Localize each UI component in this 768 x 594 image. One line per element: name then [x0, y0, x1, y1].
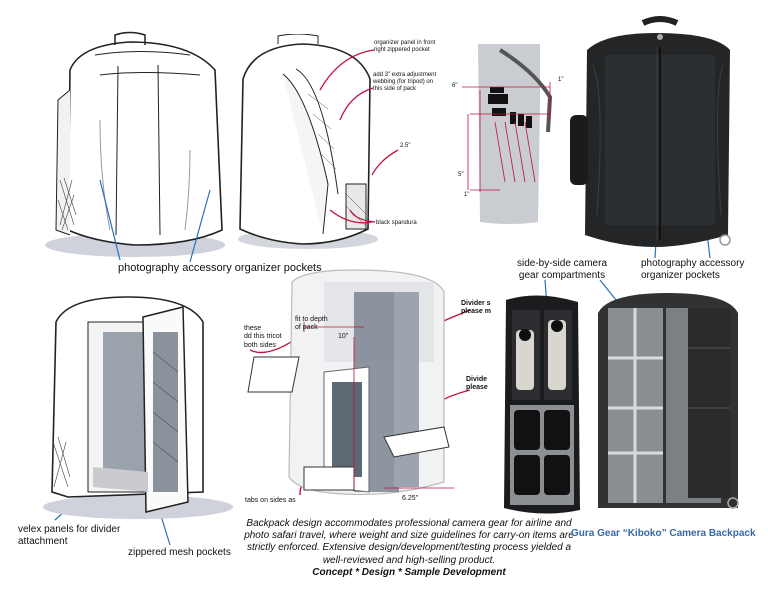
note-fit-depth: fit to depth of pack: [295, 316, 328, 332]
note-organizer-panel: organizer panel in front right zippered …: [374, 40, 436, 54]
note-dim-5: 5": [458, 172, 464, 178]
sketch-backpack-front: [45, 31, 225, 257]
label-photo-accessory: photography accessory organizer pockets: [641, 258, 745, 281]
sketch-backpack-interior: [43, 296, 233, 519]
label-side-by-side: side-by-side camera gear compartments: [516, 258, 608, 281]
caption-body: Backpack design accommodates professiona…: [244, 518, 574, 566]
note-dim-1-bottom: 1": [464, 192, 470, 198]
sketch-backpack-open-pocket: [238, 34, 378, 249]
sketch-cutaway-dividers: [247, 269, 454, 496]
label-mesh-pockets: zippered mesh pockets: [128, 547, 231, 558]
photo-open-backpack-dividers: [598, 293, 739, 509]
note-dim-6-25: 6.25": [402, 495, 419, 502]
note-these-tricot: these dd this tricot both sides: [244, 325, 282, 349]
photo-black-backpack: [570, 16, 731, 247]
project-description: Backpack design accommodates professiona…: [244, 518, 574, 579]
note-divider-2: Divide please: [466, 376, 488, 392]
note-divider-1: Divider s please m: [461, 300, 491, 316]
caption-tagline: Concept * Design * Sample Development: [312, 566, 506, 578]
technical-drawing-panel: [462, 44, 553, 224]
note-tabs-sides: tabs on sides as: [245, 497, 296, 504]
label-organizer-pockets: photography accessory organizer pockets: [118, 262, 322, 274]
note-dim-1-top: 1": [558, 77, 564, 83]
photo-camera-compartments: [504, 295, 580, 514]
product-title: Gura Gear “Kiboko” Camera Backpack: [571, 528, 756, 539]
note-dim-10: 10": [338, 333, 349, 340]
note-dim-6: 6": [452, 83, 458, 89]
note-dim-2-5: 2.5": [400, 143, 411, 149]
note-black-spandura: black spandura: [376, 220, 417, 226]
label-velcro-panels: velex panels for divider attachment: [18, 524, 121, 547]
note-webbing: add 3" extra adjustment webbing (for tri…: [373, 72, 437, 93]
